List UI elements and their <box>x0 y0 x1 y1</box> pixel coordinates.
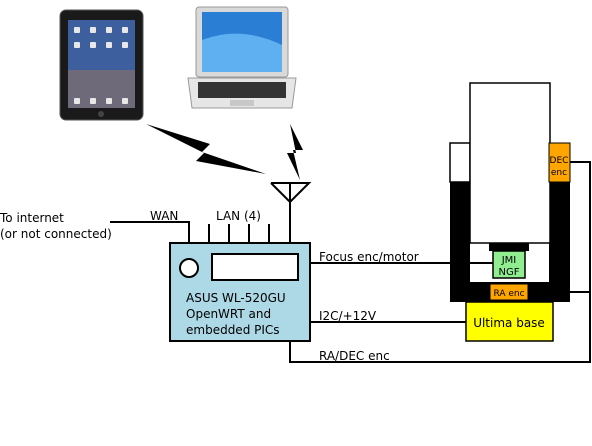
router-label-line1: ASUS WL-520GU <box>186 291 286 305</box>
router-label-line2: OpenWRT and <box>186 307 271 321</box>
wireless-bolt-laptop <box>287 124 303 180</box>
tablet-icon <box>59 9 144 121</box>
ultima-base-label: Ultima base <box>473 316 545 330</box>
internet-label-line2: (or not connected) <box>0 227 112 241</box>
lan-label: LAN (4) <box>216 209 261 223</box>
focus-label: Focus enc/motor <box>319 250 419 264</box>
radec-label: RA/DEC enc <box>319 349 390 363</box>
wan-label: WAN <box>150 209 178 223</box>
wan-cable <box>110 221 190 243</box>
ra-label: RA enc <box>493 289 524 299</box>
radec-cable <box>289 161 591 363</box>
dec-label-line1: DEC <box>550 156 569 166</box>
jmi-label-line2: NGF <box>499 267 520 278</box>
telescope-tube <box>469 82 551 244</box>
jmi-ngf-focuser <box>492 250 526 279</box>
internet-label-line1: To internet <box>0 211 64 225</box>
router-power-led <box>179 258 199 278</box>
i2c-label: I2C/+12V <box>319 309 377 323</box>
jmi-label-line1: JMI <box>501 255 517 266</box>
antenna <box>270 182 312 243</box>
dec-label-line2: enc <box>551 168 567 178</box>
router-label-line3: embedded PICs <box>186 323 280 337</box>
laptop-icon <box>187 6 297 109</box>
router-box <box>169 242 311 342</box>
wireless-bolt-tablet <box>146 124 266 174</box>
focuser-mount <box>489 243 529 251</box>
ultima-base <box>465 301 554 342</box>
lan-ports <box>208 224 270 243</box>
router-display <box>211 253 299 281</box>
